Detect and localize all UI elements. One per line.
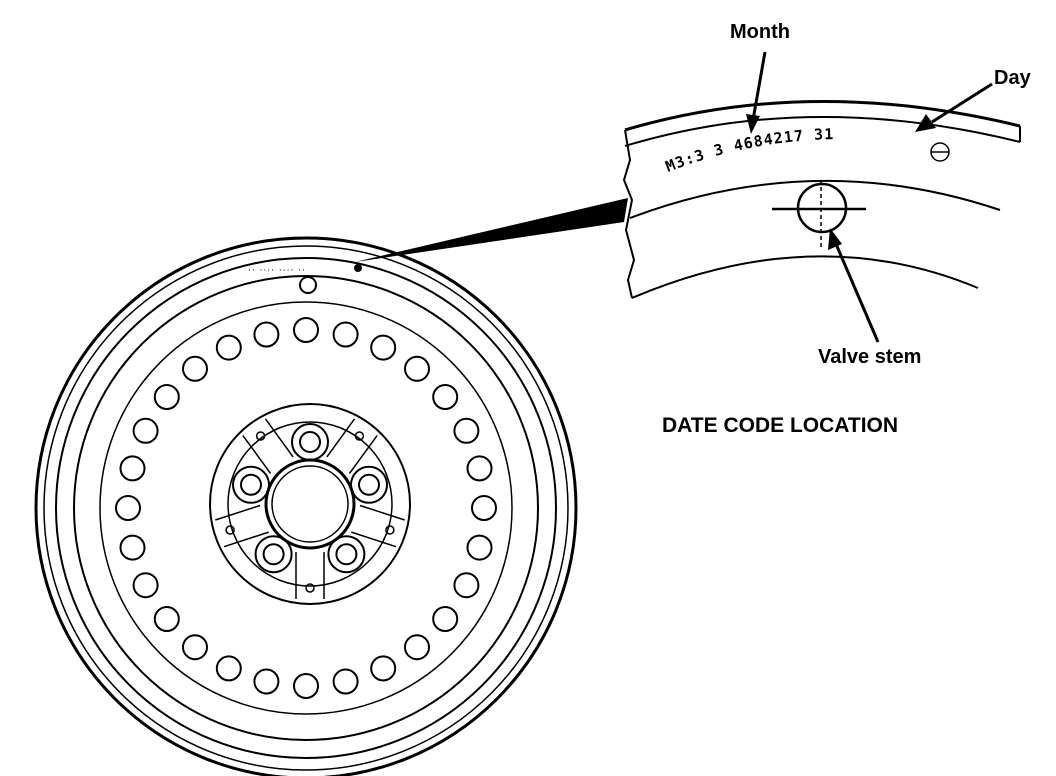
vent-hole [253, 668, 280, 695]
lug-hole [358, 473, 380, 496]
date-code-stamp: M3:3 3 4684217 31 [663, 125, 834, 176]
rim-bead-seat [73, 275, 539, 741]
lug-hole [350, 465, 388, 504]
vent-hole [119, 534, 146, 561]
vent-hole [215, 655, 242, 682]
hub-spoke [326, 418, 378, 474]
hub-rivet [385, 525, 395, 535]
wheel-hub [209, 403, 411, 605]
detail-arc-bead [629, 179, 1001, 219]
wheel [34, 236, 578, 776]
month-arrow [746, 51, 767, 134]
hub-rivet [354, 431, 365, 441]
hub-spoke [242, 418, 294, 474]
rim-stamp-mark [354, 264, 362, 272]
ventilation-holes [115, 317, 497, 699]
lug-hole [291, 423, 329, 461]
vent-hole [115, 495, 141, 521]
valve-stem-label: Valve stem [818, 346, 921, 368]
lug-hole [327, 535, 366, 574]
tire-edge-line [43, 245, 569, 771]
vent-hole [182, 634, 208, 661]
diagram-title: DATE CODE LOCATION [662, 414, 898, 437]
lug-hole [232, 465, 270, 504]
valve-stem-arrow [828, 228, 880, 343]
date-code-text: M3:3 3 4684217 31 [663, 125, 833, 176]
lug-hole [262, 543, 285, 566]
hub-rivet [255, 431, 266, 441]
vent-hole [453, 417, 480, 444]
callout-pointer [355, 198, 628, 262]
lug-holes [232, 423, 388, 574]
tire-outer-edge [34, 236, 578, 776]
hub-spoke-pattern [215, 418, 405, 599]
vent-hole [370, 655, 397, 682]
detail-arc-inner-flange [624, 115, 1021, 147]
wheel-valve-hole [299, 276, 317, 294]
vent-hole [253, 321, 280, 348]
detail-arc-outer [624, 99, 1021, 132]
hub-mid-ring [227, 421, 393, 587]
vent-hole [471, 495, 497, 521]
hub-spoke [351, 504, 405, 548]
lug-hole [240, 473, 262, 496]
day-label: Day [994, 67, 1032, 89]
vent-hole [332, 321, 359, 348]
vent-hole [132, 417, 159, 444]
vent-hole [432, 606, 459, 632]
wheel-rim-stamp: ·· ···· ···· ·· [248, 266, 306, 276]
hub-spoke [215, 504, 269, 548]
vent-hole [466, 455, 493, 482]
vent-hole [432, 384, 459, 410]
vent-hole [466, 534, 493, 561]
vent-hole [182, 355, 208, 382]
center-bore-inner [271, 465, 349, 543]
month-label: Month [730, 21, 790, 43]
vent-hole [370, 334, 397, 361]
hub-rivet [305, 583, 315, 593]
vent-hole [215, 334, 242, 361]
center-bore-outer [264, 458, 356, 550]
lug-hole [335, 543, 358, 566]
vent-hole [332, 668, 359, 695]
rim-flange [55, 257, 557, 759]
lug-hole [299, 431, 321, 453]
vent-hole [404, 355, 430, 382]
vent-hole [153, 384, 180, 410]
hub-spoke [295, 552, 325, 599]
vent-hole [153, 606, 180, 632]
detail-arc-lower [631, 255, 979, 299]
detail-break-left [622, 129, 636, 299]
vent-hole [293, 317, 319, 343]
vent-hole [293, 673, 319, 699]
vent-hole [132, 572, 159, 599]
lug-hole [254, 535, 293, 574]
vent-hole [453, 572, 480, 599]
hub-outer-ring [209, 403, 411, 605]
day-arrow [915, 82, 993, 132]
vent-hole [119, 455, 146, 482]
enlarged-rim-detail [622, 99, 1021, 299]
wheel-disc-edge [99, 301, 513, 715]
vent-hole [404, 634, 430, 661]
hub-rivet [225, 525, 235, 535]
